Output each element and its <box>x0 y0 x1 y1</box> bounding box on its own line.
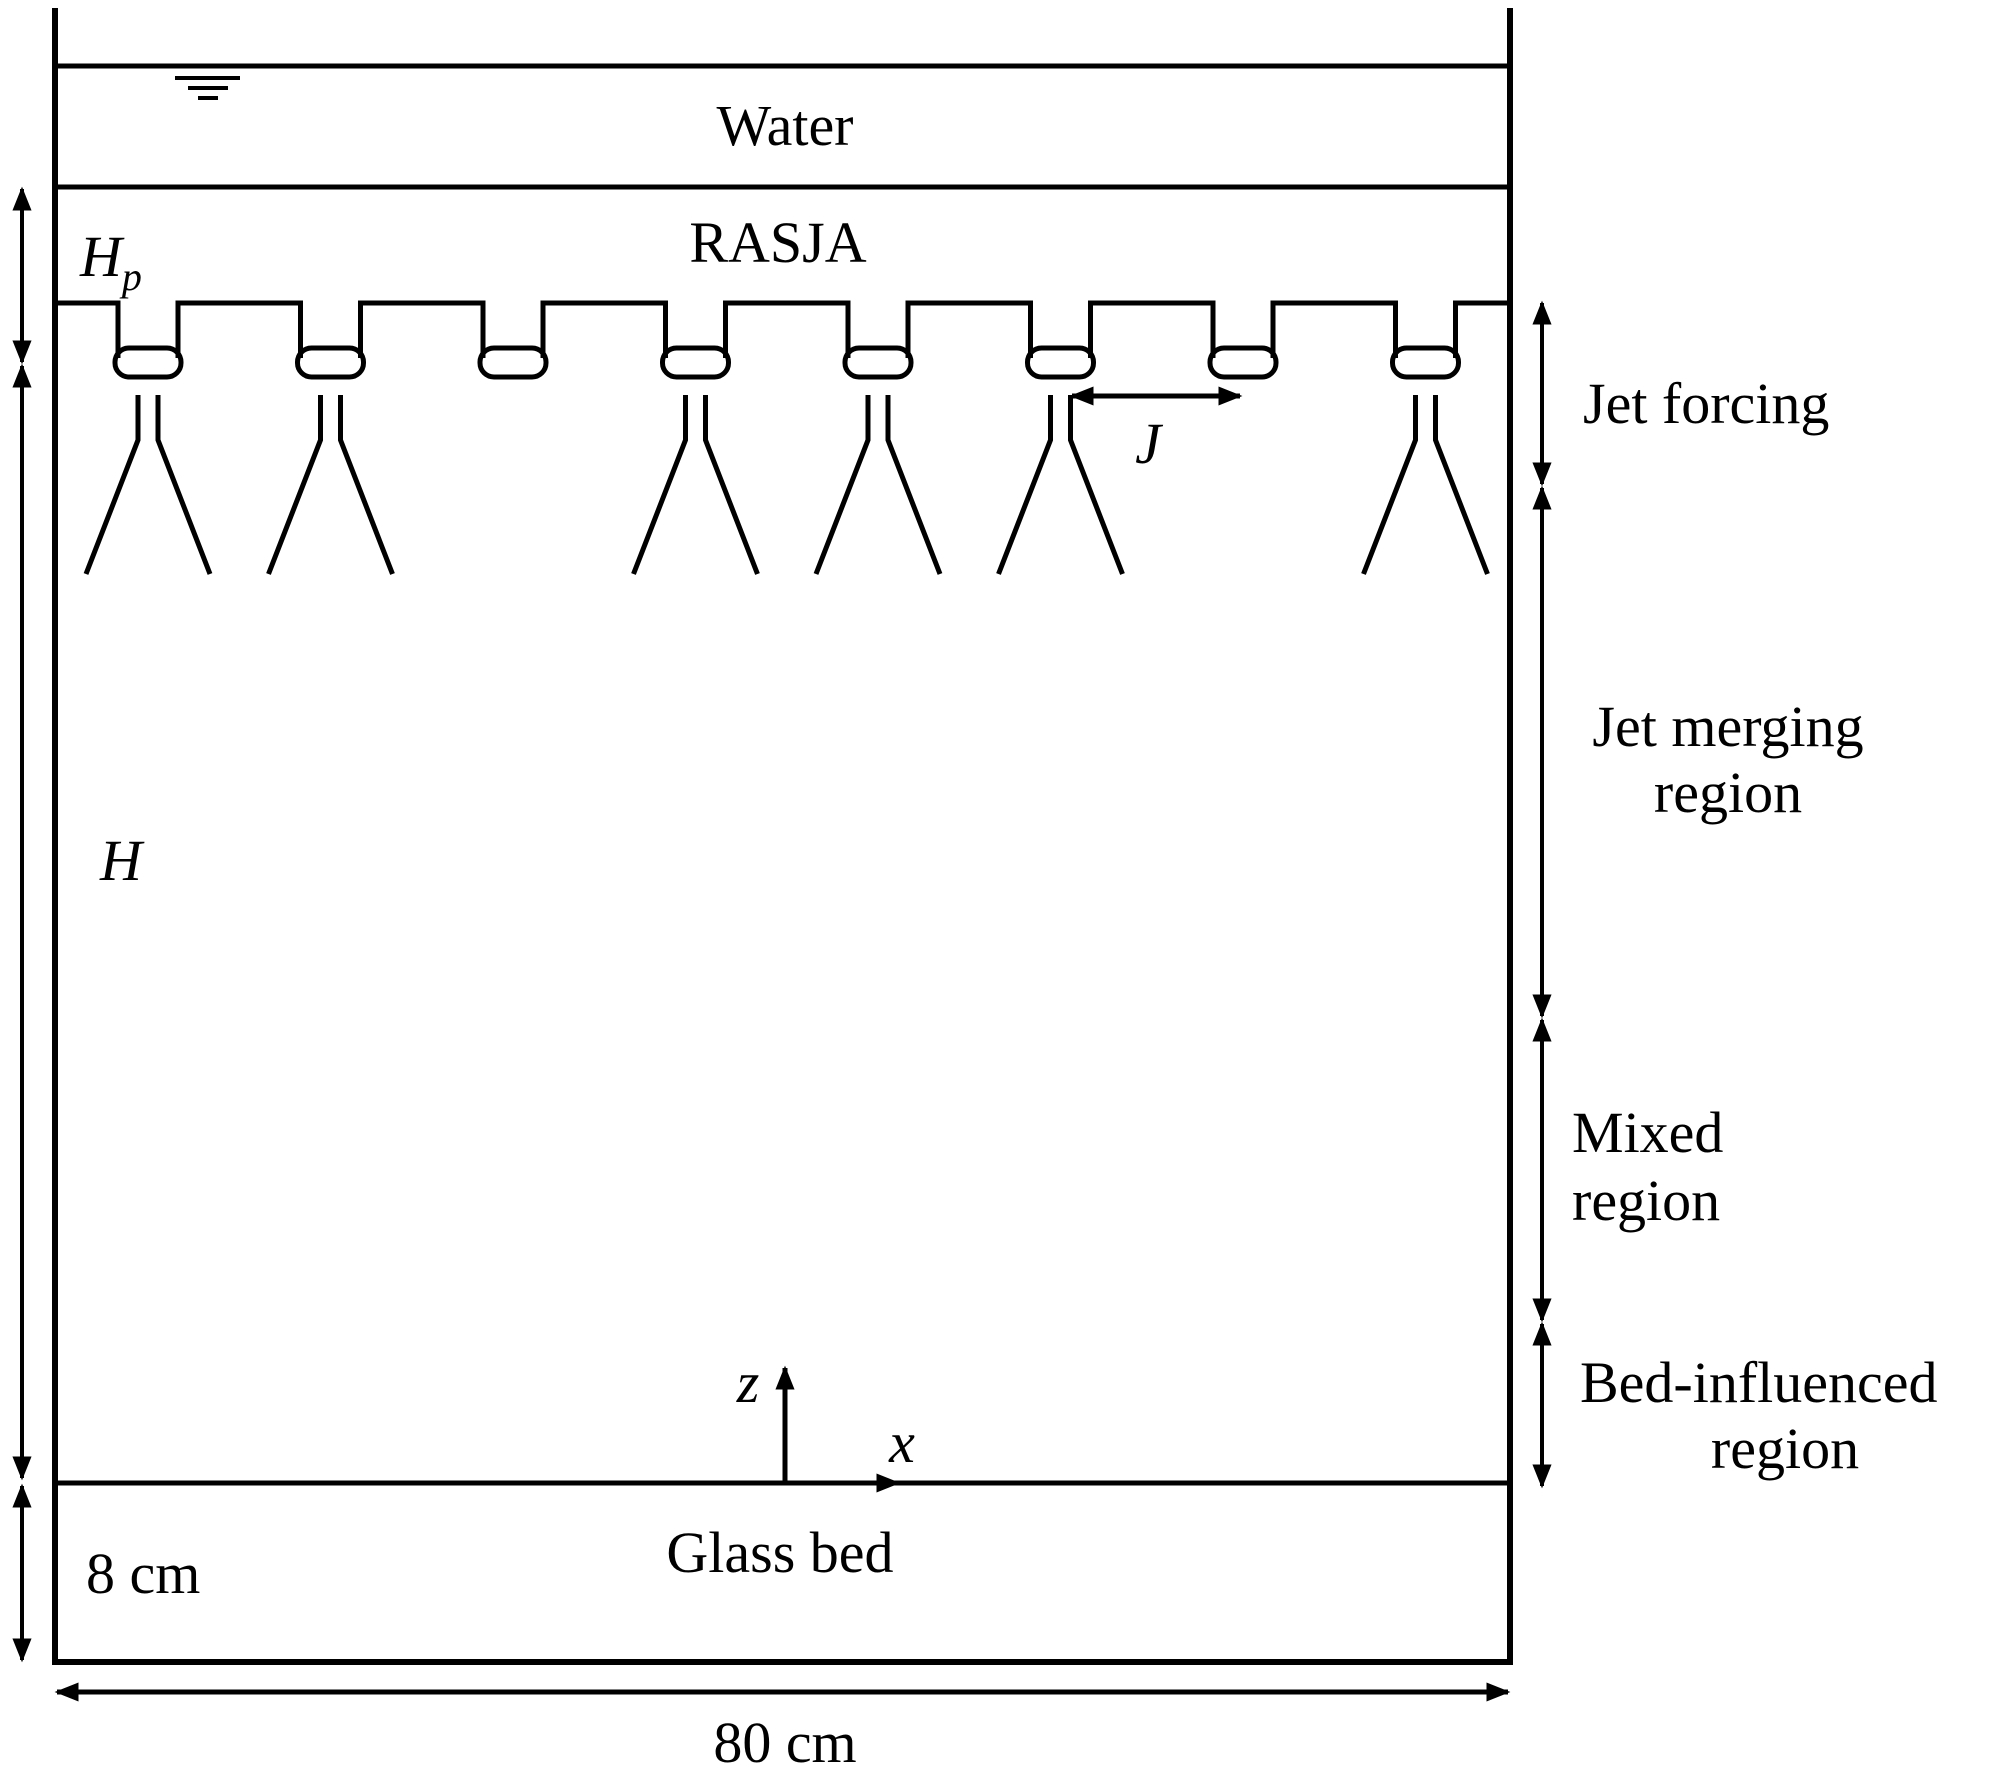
jet-plume <box>813 395 943 575</box>
nozzle-pump <box>477 345 549 380</box>
rasja-plate <box>55 300 1510 358</box>
jet-plume <box>83 395 213 575</box>
jet-plume <box>996 395 1125 575</box>
jet-plume <box>631 395 760 575</box>
jet-forcing-label: Jet forcing <box>1583 371 1829 436</box>
hp-label-sub: p <box>119 254 142 299</box>
h-label: H <box>99 828 145 893</box>
rasja-label: RASJA <box>689 210 866 275</box>
jet-merging-label-line1: Jet merging <box>1592 694 1863 759</box>
nozzle-pump <box>1025 345 1096 380</box>
glass-bed-label: Glass bed <box>666 1520 893 1585</box>
mixed-region-label-line1: Mixed <box>1572 1100 1723 1165</box>
x-axis-label: x <box>888 1410 915 1475</box>
tank-width-label: 80 cm <box>713 1710 856 1775</box>
bed-influenced-label-line1: Bed-influenced <box>1580 1350 1938 1415</box>
z-axis-label: z <box>736 1350 760 1415</box>
hp-label: Hp <box>79 224 142 299</box>
hp-label-main: H <box>79 224 125 289</box>
nozzle-pump <box>842 345 914 380</box>
nozzle-pump <box>1390 345 1461 380</box>
bed-depth-label: 8 cm <box>86 1541 200 1606</box>
nozzle-array <box>83 345 1490 575</box>
jet-plume <box>1361 395 1490 575</box>
nozzle-pump <box>295 345 366 380</box>
jet-plume <box>266 395 395 575</box>
coordinate-axes <box>775 1365 901 1493</box>
water-label: Water <box>716 93 853 158</box>
bed-influenced-label-line2: region <box>1711 1416 1859 1481</box>
free-surface-icon <box>175 76 240 100</box>
nozzle-pump <box>112 345 184 380</box>
nozzle-pump <box>660 345 731 380</box>
nozzle-pump <box>1207 345 1279 380</box>
mixed-region-label-line2: region <box>1572 1168 1720 1233</box>
jet-merging-label-line2: region <box>1654 760 1802 825</box>
jet-spacing-label: J <box>1135 411 1164 476</box>
